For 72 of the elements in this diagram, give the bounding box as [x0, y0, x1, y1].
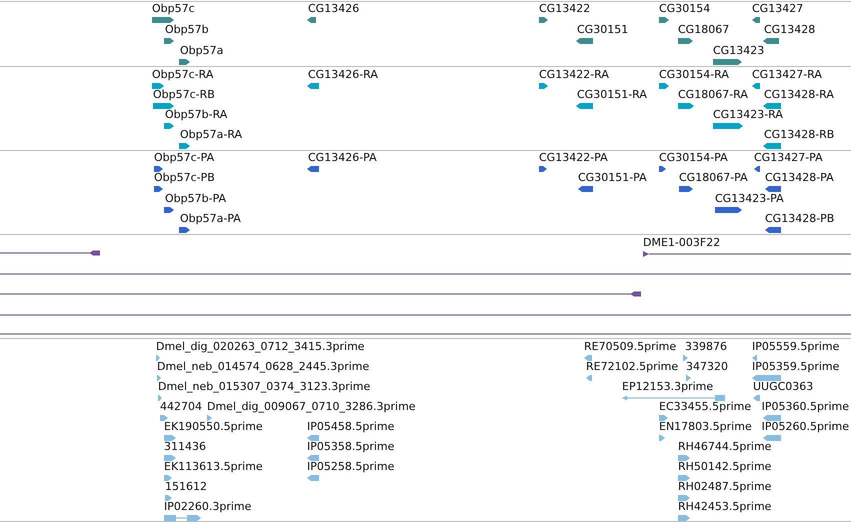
feature-label: CG30151-PA [578, 171, 647, 184]
feature-label: EP12153.3prime [622, 380, 714, 393]
feature-label: IP05358.5prime [307, 440, 394, 453]
feature-label: Dmel_dig_020263_0712_3415.3prime [156, 340, 365, 353]
feature-label: CG13426-PA [308, 151, 377, 164]
feature-label: RH50142.5prime [678, 460, 772, 473]
feature-label: RH46744.5prime [678, 440, 772, 453]
feature-label: 339876 [685, 340, 727, 353]
feature-label: DME1-003F22 [643, 236, 720, 249]
feature-label: RE70509.5prime [584, 340, 676, 353]
feature-label: 151612 [165, 480, 207, 493]
feature-bar [0, 331, 851, 337]
feature-label: CG13423 [713, 44, 764, 57]
feature-label: Obp57c-PA [154, 151, 214, 164]
feature-label: CG13423-RA [713, 108, 783, 121]
feature-label: RH42453.5prime [678, 500, 772, 513]
feature-bar [0, 250, 100, 256]
feature-label: Obp57c-RA [152, 68, 214, 81]
feature-label: CG13428-RB [764, 128, 834, 141]
feature-label: CG13427 [752, 2, 804, 15]
feature-label: CG13428-RA [764, 88, 834, 101]
feature-label: RE72102.5prime [586, 360, 678, 373]
feature-label: CG13426-RA [308, 68, 378, 81]
feature-label: CG13428-PB [765, 212, 834, 225]
feature-label: CG13422 [539, 2, 590, 15]
feature-label: EC33455.5prime [659, 400, 752, 413]
feature-label: CG13427-PA [754, 151, 823, 164]
feature-label: CG13428-PA [765, 171, 834, 184]
feature-label: IP05559.5prime [752, 340, 840, 353]
feature-label: IP05458.5prime [307, 420, 394, 433]
feature-label: CG13423-PA [715, 192, 784, 205]
feature-label: CG30151 [577, 23, 628, 36]
feature-label: EK190550.5prime [164, 420, 263, 433]
feature-label: Obp57a-PA [180, 212, 241, 225]
feature-bar [0, 312, 851, 318]
feature-label: CG18067-PA [679, 171, 748, 184]
feature-label: 311436 [164, 440, 206, 453]
feature-label: CG30151-RA [577, 88, 647, 101]
feature-label: Obp57a [180, 44, 224, 57]
feature-label: Obp57b-RA [165, 108, 228, 121]
feature-label: IP05359.5prime [752, 360, 840, 373]
feature-label: CG13428 [764, 23, 816, 36]
feature-label: Obp57c [152, 2, 195, 15]
feature-label: IP05258.5prime [307, 460, 394, 473]
feature-label: IP05260.5prime [762, 420, 849, 433]
feature-label: Obp57b [165, 23, 209, 36]
feature-label: CG18067 [678, 23, 730, 36]
feature-label: 347320 [686, 360, 728, 373]
feature-label: Dmel_neb_015307_0374_3123.3prime [158, 380, 370, 393]
feature-label: 442704 [160, 400, 202, 413]
feature-label: RH02487.5prime [678, 480, 772, 493]
feature-label: Obp57c-PB [154, 171, 215, 184]
feature-label: CG30154 [659, 2, 710, 15]
feature-label: CG30154-RA [659, 68, 729, 81]
feature-bar [0, 291, 641, 297]
feature-label: IP02260.3prime [164, 500, 252, 513]
feature-label: EK113613.5prime [164, 460, 263, 473]
feature-label: CG30154-PA [659, 151, 728, 164]
feature-label: Dmel_dig_009067_0710_3286.3prime [207, 400, 416, 413]
feature-label: CG13422-RA [539, 68, 609, 81]
feature-bar [0, 271, 851, 277]
feature-label: CG13426 [308, 2, 360, 15]
feature-label: EN17803.5prime [659, 420, 752, 433]
feature-label: CG13427-RA [752, 68, 822, 81]
feature-label: Obp57c-RB [153, 88, 215, 101]
feature-label: CG13422-PA [539, 151, 608, 164]
feature-label: Dmel_neb_014574_0628_2445.3prime [157, 360, 370, 373]
feature-label: Obp57a-RA [180, 128, 242, 141]
feature-label: CG18067-RA [678, 88, 748, 101]
feature-label: Obp57b-PA [165, 192, 226, 205]
feature-label: IP05360.5prime [762, 400, 849, 413]
feature-label: UUGC0363 [753, 380, 814, 393]
